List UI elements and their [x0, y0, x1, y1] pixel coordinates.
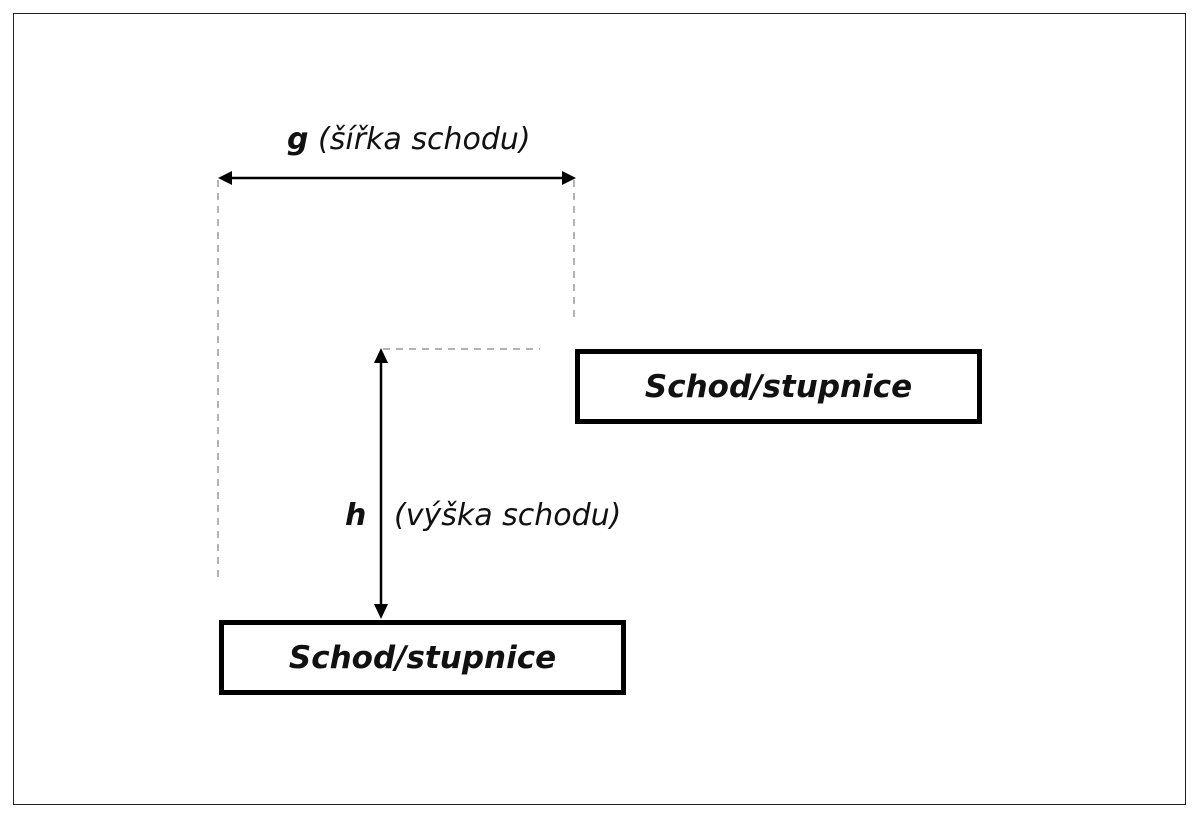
- upper-step-box: Schod/stupnice: [575, 349, 982, 424]
- width-label: g (šířka schodu): [287, 122, 531, 157]
- upper-step-label: Schod/stupnice: [644, 368, 913, 405]
- width-arrow-left-head: [218, 171, 232, 185]
- height-symbol-label: h: [345, 498, 366, 533]
- height-description-label: (výška schodu): [394, 498, 621, 533]
- height-arrow-bottom-head: [374, 604, 388, 619]
- height-description: (výška schodu): [394, 498, 622, 533]
- lower-step-box: Schod/stupnice: [219, 620, 626, 695]
- width-description: (šířka schodu): [318, 122, 531, 157]
- height-arrow-top-head: [374, 348, 388, 363]
- lower-step-label: Schod/stupnice: [288, 639, 557, 676]
- width-symbol: g: [287, 122, 309, 157]
- height-symbol: h: [345, 498, 367, 533]
- width-arrow-right-head: [562, 171, 576, 185]
- diagram-frame: [13, 13, 1186, 805]
